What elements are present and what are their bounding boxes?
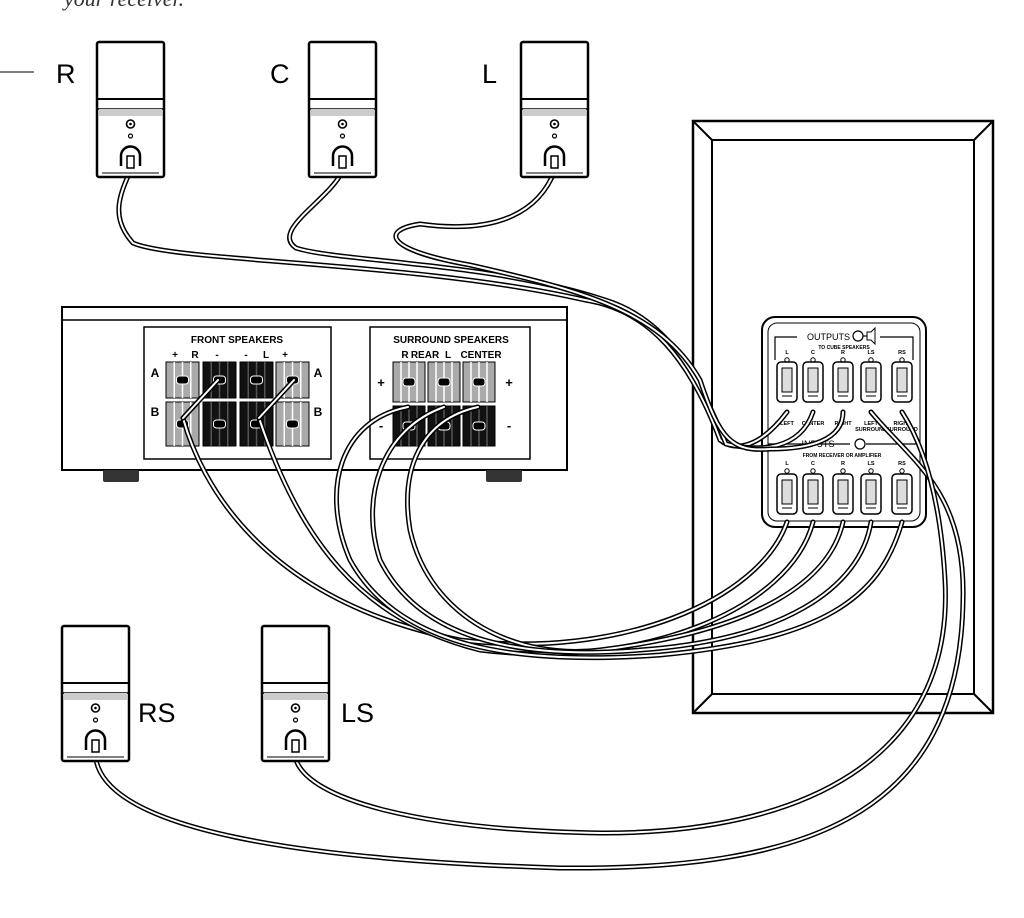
output-name-5: SURROUND <box>886 427 918 433</box>
caption: your receiver. <box>62 0 184 11</box>
output-terminal-4 <box>860 361 882 403</box>
front-terminal-a-3 <box>239 361 274 399</box>
surround-terminal-plus-1 <box>392 361 426 403</box>
front-terminal-b-2 <box>202 401 237 447</box>
label-center: C <box>270 59 290 89</box>
output-terminal-2 <box>802 361 824 403</box>
surround-minus-left: - <box>379 418 383 433</box>
output-terminal-5 <box>891 361 913 403</box>
row-b-right: B <box>314 405 323 419</box>
cable-receiver-center <box>405 404 846 654</box>
cube-speaker-rear-right <box>60 624 131 763</box>
receiver-foot-right <box>486 470 522 482</box>
row-b-left: B <box>151 405 160 419</box>
surround-channel-rear: REAR <box>411 350 440 361</box>
label-rear-right: RS <box>138 698 176 728</box>
output-name-2: CENTER <box>802 421 825 427</box>
cube-speaker-front-right <box>95 40 166 179</box>
output-name-5: RIGHT <box>893 421 911 427</box>
label-front-right: R <box>56 59 76 89</box>
output-label-5: RS <box>898 350 906 356</box>
cable-front-right <box>116 167 790 449</box>
surround-terminal-plus-2 <box>427 361 461 403</box>
surround-terminal-plus-3 <box>462 361 496 403</box>
output-label-1: L <box>785 350 789 356</box>
output-terminal-1 <box>776 361 798 403</box>
front-polarity-4: - <box>244 350 247 361</box>
front-terminal-a-1 <box>165 361 200 399</box>
surround-channel-center: CENTER <box>460 350 502 361</box>
front-polarity-3: - <box>215 350 218 361</box>
surround-channel-l: L <box>445 350 451 361</box>
input-terminal-1 <box>776 473 798 515</box>
input-terminal-3 <box>832 473 854 515</box>
input-label-1: L <box>785 461 789 467</box>
surround-speakers-title: SURROUND SPEAKERS <box>393 335 509 346</box>
surround-minus-right: - <box>507 418 511 433</box>
cube-speaker-front-left <box>519 40 590 179</box>
surround-channel-r: R <box>401 350 409 361</box>
input-label-5: RS <box>898 461 906 467</box>
label-front-left: L <box>482 59 497 89</box>
output-name-1: LEFT <box>780 421 794 427</box>
surround-plus-left: + <box>377 375 385 390</box>
front-polarity-6: + <box>282 350 288 361</box>
receiver-foot-left <box>103 470 139 482</box>
outputs-subtitle: TO CUBE SPEAKERS <box>818 345 870 351</box>
front-speakers-title: FRONT SPEAKERS <box>191 335 284 346</box>
input-jack-icon <box>854 438 866 450</box>
surround-plus-right: + <box>505 375 513 390</box>
cube-speaker-rear-left <box>260 624 331 763</box>
input-label-2: C <box>811 461 815 467</box>
speaker-cables <box>93 167 966 871</box>
output-label-3: R <box>841 350 845 356</box>
label-rear-left: LS <box>341 698 374 728</box>
front-polarity-2: R <box>191 350 199 361</box>
cable-front-left <box>393 167 846 452</box>
inputs-subtitle: FROM RECEIVER OR AMPLIFIER <box>803 453 882 459</box>
cable-rear-right-speaker <box>93 409 966 871</box>
input-terminal-5 <box>891 473 913 515</box>
output-terminal-3 <box>832 361 854 403</box>
speaker-icon <box>866 326 876 346</box>
cable-receiver-rear-right <box>334 404 905 661</box>
cube-speakers <box>60 40 590 763</box>
row-a-left: A <box>151 366 160 380</box>
input-label-3: R <box>841 461 845 467</box>
output-name-4: SURROUND <box>855 427 887 433</box>
outputs-title: OUTPUTS <box>807 332 850 342</box>
output-label-2: C <box>811 350 815 356</box>
cube-speaker-center <box>307 40 378 179</box>
front-terminal-b-4 <box>275 401 310 447</box>
cable-receiver-rear-left <box>370 404 874 655</box>
front-polarity-5: L <box>263 350 269 361</box>
row-a-right: A <box>314 366 323 380</box>
input-label-4: LS <box>867 461 874 467</box>
output-label-4: LS <box>867 350 874 356</box>
cable-receiver-front-left <box>256 415 816 657</box>
output-name-4: LEFT <box>864 421 878 427</box>
input-terminal-2 <box>802 473 824 515</box>
jumper-front-left <box>256 377 297 421</box>
jumper-front-right <box>180 377 221 421</box>
front-polarity-1: + <box>172 350 178 361</box>
receiver: FRONT SPEAKERS + R - - L + A B A B SURRO… <box>61 306 568 482</box>
cable-rear-left-speaker <box>293 409 948 836</box>
input-terminal-4 <box>860 473 882 515</box>
